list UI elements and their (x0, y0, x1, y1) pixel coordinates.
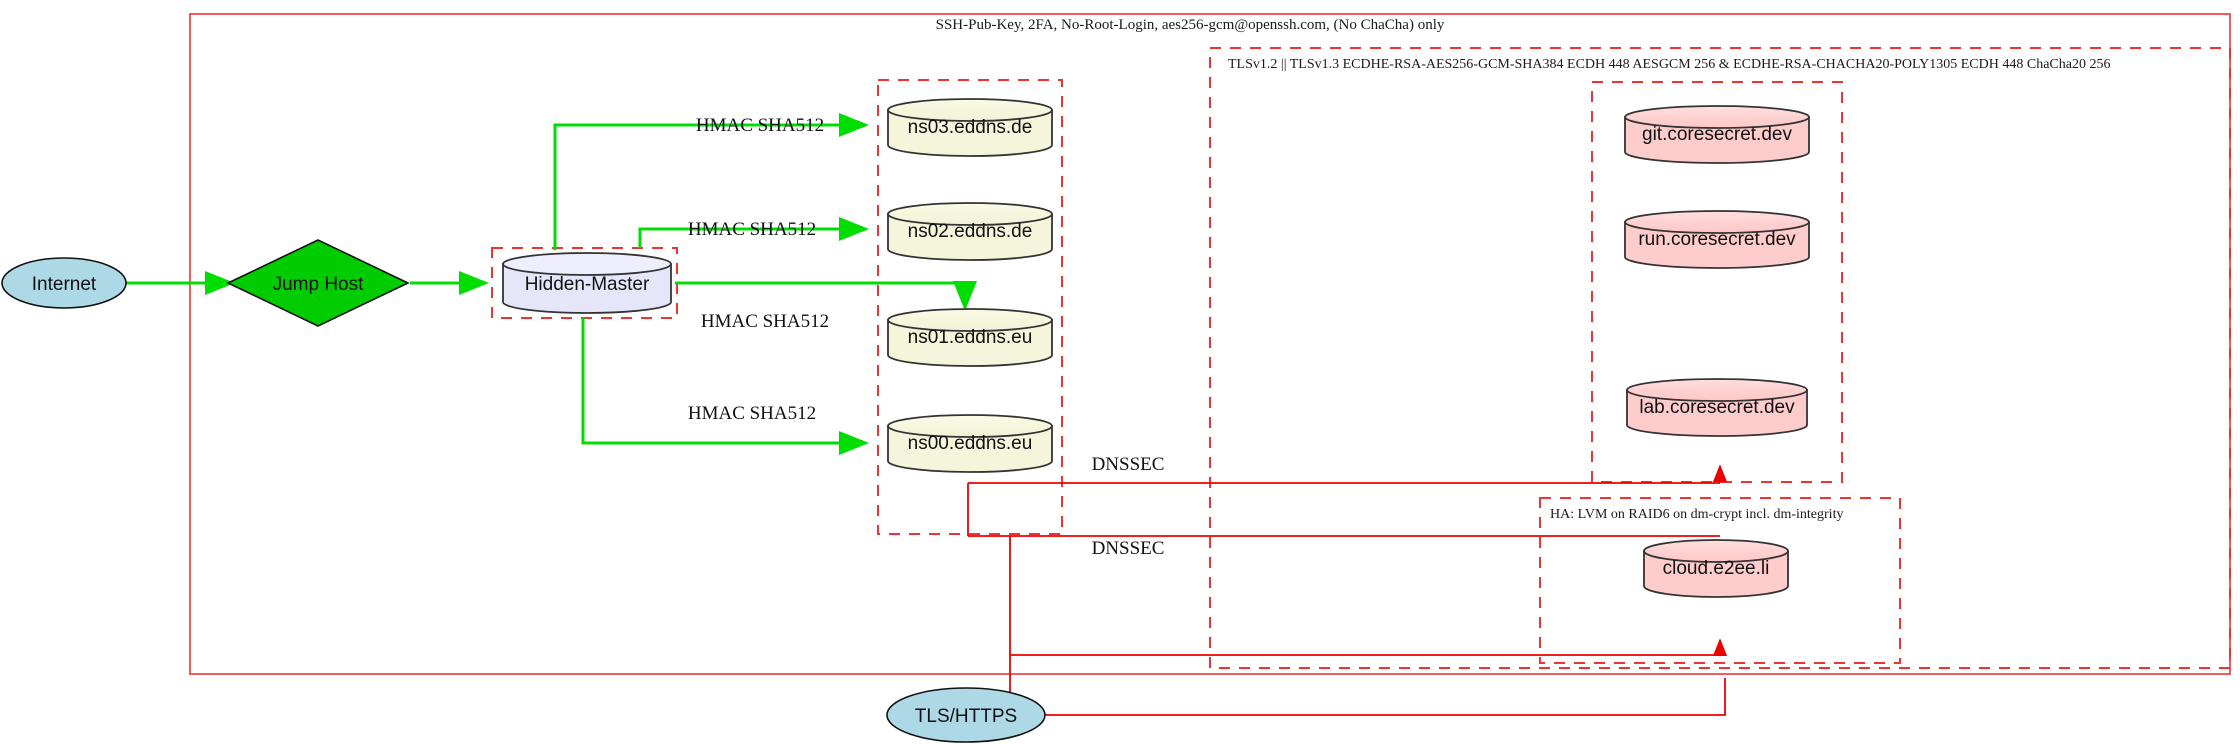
edge-label-dnssec-upper: DNSSEC (1092, 454, 1165, 475)
node-jump-host-label: Jump Host (273, 274, 365, 295)
node-hidden-master-label: Hidden-Master (525, 274, 650, 295)
ha-boundary-label: HA: LVM on RAID6 on dm-crypt incl. dm-in… (1550, 507, 1843, 522)
node-git-coresecret[interactable]: git.coresecret.dev (1624, 105, 1810, 164)
ssh-boundary-label: SSH-Pub-Key, 2FA, No-Root-Login, aes256-… (936, 17, 1445, 33)
dns-cluster-box (877, 79, 1063, 535)
ssh-boundary-box (189, 13, 2231, 675)
node-ns03-label: ns03.eddns.de (908, 117, 1033, 138)
coresecret-cluster-box (1591, 81, 1843, 483)
node-ns01-label: ns01.eddns.eu (908, 327, 1033, 348)
edge-label-hmac-ns03: HMAC SHA512 (696, 115, 824, 136)
node-run-coresecret[interactable]: run.coresecret.dev (1624, 210, 1810, 269)
node-lab-coresecret[interactable]: lab.coresecret.dev (1626, 378, 1808, 437)
edge-label-hmac-ns01: HMAC SHA512 (701, 311, 829, 332)
tls-boundary-box (1209, 47, 2231, 669)
node-internet[interactable]: Internet (1, 257, 127, 309)
node-hidden-master[interactable]: Hidden-Master (502, 252, 672, 314)
node-ns02-label: ns02.eddns.de (908, 221, 1033, 242)
node-ns02[interactable]: ns02.eddns.de (887, 202, 1053, 261)
edge-label-hmac-ns02: HMAC SHA512 (688, 219, 816, 240)
ha-cluster-box (1539, 497, 1901, 664)
node-cloud-e2ee[interactable]: cloud.e2ee.li (1643, 539, 1789, 598)
node-ns00[interactable]: ns00.eddns.eu (887, 414, 1053, 473)
node-cloud-e2ee-label: cloud.e2ee.li (1663, 558, 1770, 579)
red-flow-edges (967, 464, 1728, 716)
node-ns00-label: ns00.eddns.eu (908, 433, 1033, 454)
node-ns03[interactable]: ns03.eddns.de (887, 98, 1053, 157)
node-run-coresecret-label: run.coresecret.dev (1638, 229, 1796, 250)
node-jump-host[interactable]: Jump Host (226, 239, 410, 327)
node-lab-coresecret-label: lab.coresecret.dev (1639, 397, 1795, 418)
node-tls-https-label: TLS/HTTPS (915, 706, 1017, 727)
node-git-coresecret-label: git.coresecret.dev (1642, 124, 1792, 145)
edge-label-hmac-ns00: HMAC SHA512 (688, 403, 816, 424)
tls-boundary-label: TLSv1.2 || TLSv1.3 ECDHE-RSA-AES256-GCM-… (1228, 57, 2110, 72)
node-internet-label: Internet (32, 274, 97, 295)
edge-label-dnssec-lower: DNSSEC (1092, 538, 1165, 559)
node-tls-https[interactable]: TLS/HTTPS (886, 687, 1046, 743)
green-flow-edges (118, 113, 977, 455)
node-ns01[interactable]: ns01.eddns.eu (887, 308, 1053, 367)
